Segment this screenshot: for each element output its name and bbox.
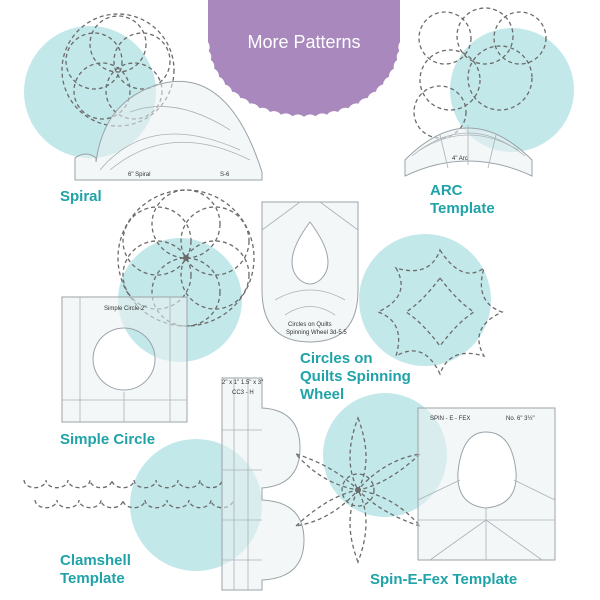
arc-ruler-text: 4" Arc [452, 156, 468, 162]
label-simple-circle: Simple Circle [60, 431, 156, 448]
label-clamshell-line2: Template [60, 570, 125, 587]
label-circles-on-quilts: Circles on Quilts Spinning Wheel [300, 350, 411, 404]
more-patterns-badge-text: More Patterns [247, 32, 361, 52]
lotus-pattern [293, 416, 423, 564]
clamshell-ruler-top: 2" x 1" 1.5" x 3" [222, 380, 263, 386]
spinefex-ruler-name: SPIN - E - FEX [430, 416, 470, 422]
clamshell-ruler-code: CC3 - H [232, 390, 254, 396]
teal-circle-arc [450, 28, 574, 152]
label-clamshell-line1: Clamshell [60, 552, 131, 569]
wheel-ruler-text-1: Circles on Quilts [288, 322, 332, 328]
wheel-ruler-text-2: Spinning Wheel 3d-5.5 [286, 330, 347, 336]
spinefex-ruler-size: No. 6" 3½" [506, 415, 535, 422]
spiral-ruler-text: 6" Spiral [128, 172, 150, 178]
label-spiral: Spiral [60, 188, 102, 205]
label-spinefex: Spin-E-Fex Template [370, 571, 518, 588]
label-clamshell: Clamshell Template [60, 552, 131, 588]
simple-circle-ruler: Simple Circle 2" [61, 296, 188, 423]
label-circles-line1: Circles on [300, 350, 373, 367]
label-arc: ARC Template [430, 182, 495, 218]
label-arc-line2: Template [430, 200, 495, 217]
more-patterns-badge [208, 0, 400, 117]
spinning-wheel-ruler: Circles on Quilts Spinning Wheel 3d-5.5 [261, 201, 359, 343]
simple-circle-ruler-text: Simple Circle 2" [104, 306, 146, 312]
teal-circle-wheel [359, 234, 491, 366]
spinefex-ruler: SPIN - E - FEX No. 6" 3½" [417, 407, 556, 561]
spiral-ruler-code: S-6 [220, 172, 230, 178]
clamshell-ruler: 2" x 1" 1.5" x 3" CC3 - H [221, 377, 305, 591]
arc-pattern [413, 7, 547, 139]
spinning-star-pattern [376, 248, 504, 376]
clamshell-pattern [23, 479, 234, 509]
spiral-ruler: 6" Spiral S-6 [74, 80, 263, 181]
arc-ruler: 4" Arc [404, 125, 533, 177]
label-circles-line3: Wheel [300, 386, 345, 403]
label-circles-line2: Quilts Spinning [300, 368, 411, 385]
label-arc-line1: ARC [430, 182, 463, 199]
